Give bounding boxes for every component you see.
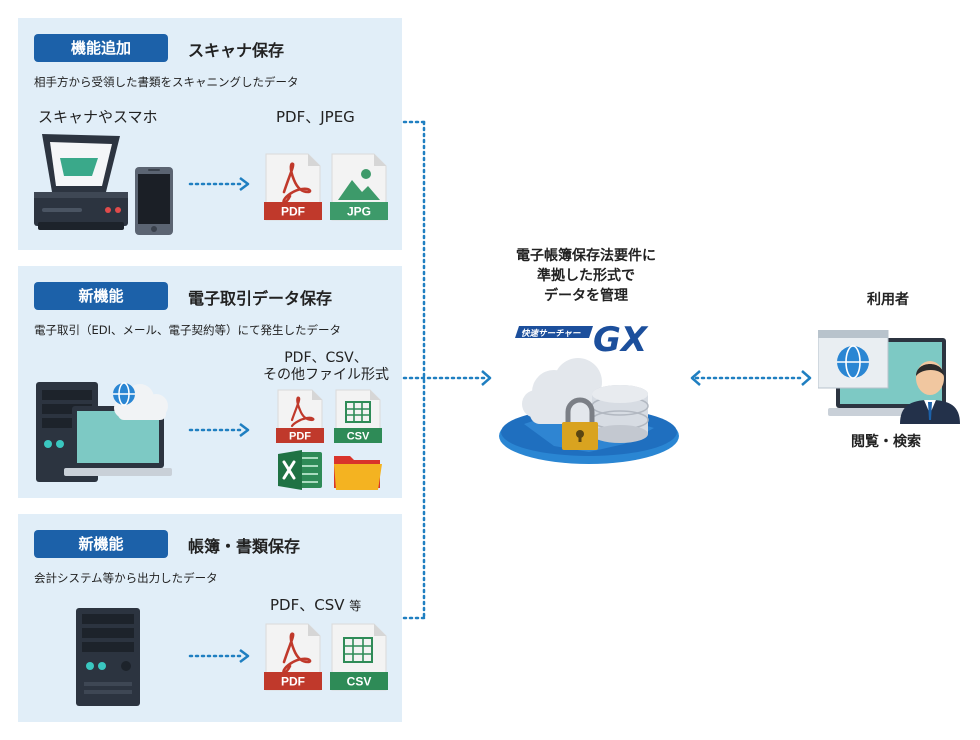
- panel-description: 電子取引（EDI、メール、電子契約等）にて発生したデータ: [34, 323, 342, 337]
- panel-title: 電子取引データ保存: [188, 289, 333, 308]
- electronic-transaction-panel: 新機能 電子取引データ保存 電子取引（EDI、メール、電子契約等）にて発生したデ…: [18, 266, 402, 498]
- pdf-file-icon: PDF: [264, 623, 322, 691]
- server-laptop-cloud-icon: [36, 382, 172, 482]
- jpg-file-icon: JPG: [330, 153, 388, 221]
- panel-title: スキャナ保存: [188, 41, 285, 60]
- pdf-icon-label: PDF: [281, 675, 305, 689]
- ledger-document-panel: 新機能 帳簿・書類保存 会計システム等から出力したデータ PDF、CSV 等 P…: [18, 514, 402, 722]
- pdf-icon-label: PDF: [289, 431, 311, 443]
- flow-arrow-icon: [188, 423, 250, 437]
- format-label-line: PDF、CSV、: [284, 350, 368, 366]
- scanner-icon: [34, 134, 128, 230]
- csv-file-icon: CSV: [330, 623, 388, 691]
- cloud-database-icon: [499, 358, 679, 464]
- format-label: PDF、CSV、 その他ファイル形式: [258, 350, 394, 384]
- user-caption: 閲覧・検索: [851, 434, 921, 450]
- server-icon: [76, 608, 140, 706]
- source-label: スキャナやスマホ: [38, 108, 158, 126]
- flow-arrow-icon: [188, 177, 250, 191]
- pdf-file-icon: PDF: [276, 389, 324, 443]
- center-line: 電子帳簿保存法要件に: [516, 248, 656, 264]
- user-computer-icon: [818, 330, 960, 424]
- pdf-file-icon: PDF: [264, 153, 322, 221]
- format-label-line: その他ファイル形式: [263, 367, 389, 383]
- format-label: PDF、CSV 等: [270, 594, 361, 615]
- pdf-icon-label: PDF: [281, 205, 305, 219]
- format-label: PDF、JPEG: [276, 108, 355, 126]
- scanner-storage-panel: 機能追加 スキャナ保存 相手方から受領した書類をスキャニングしたデータ スキャナ…: [18, 18, 402, 250]
- panel-description: 会計システム等から出力したデータ: [34, 571, 218, 585]
- csv-icon-label: CSV: [347, 675, 372, 689]
- center-line: データを管理: [544, 288, 628, 304]
- csv-icon-label: CSV: [347, 431, 370, 443]
- feature-badge: 新機能: [34, 282, 168, 310]
- logo-gx-text: GX: [593, 320, 649, 354]
- folder-icon: [334, 456, 382, 490]
- center-description: 電子帳簿保存法要件に 準拠した形式で データを管理: [486, 246, 686, 306]
- product-logo: 快速サーチャー GX: [515, 320, 649, 354]
- panel-title: 帳簿・書類保存: [188, 537, 301, 556]
- jpg-icon-label: JPG: [347, 205, 371, 219]
- format-label-text: PDF、CSV: [270, 596, 345, 614]
- feature-badge: 新機能: [34, 530, 168, 558]
- excel-icon: [278, 450, 322, 490]
- flow-arrow-icon: [188, 649, 250, 663]
- csv-file-icon: CSV: [334, 389, 382, 443]
- center-line: 準拠した形式で: [537, 268, 635, 284]
- user-title: 利用者: [867, 292, 909, 308]
- feature-badge: 機能追加: [34, 34, 168, 62]
- smartphone-icon: [135, 167, 173, 235]
- panel-description: 相手方から受領した書類をスキャニングしたデータ: [34, 75, 299, 89]
- logo-small-text: 快速サーチャー: [521, 328, 581, 339]
- format-label-suffix: 等: [349, 599, 362, 613]
